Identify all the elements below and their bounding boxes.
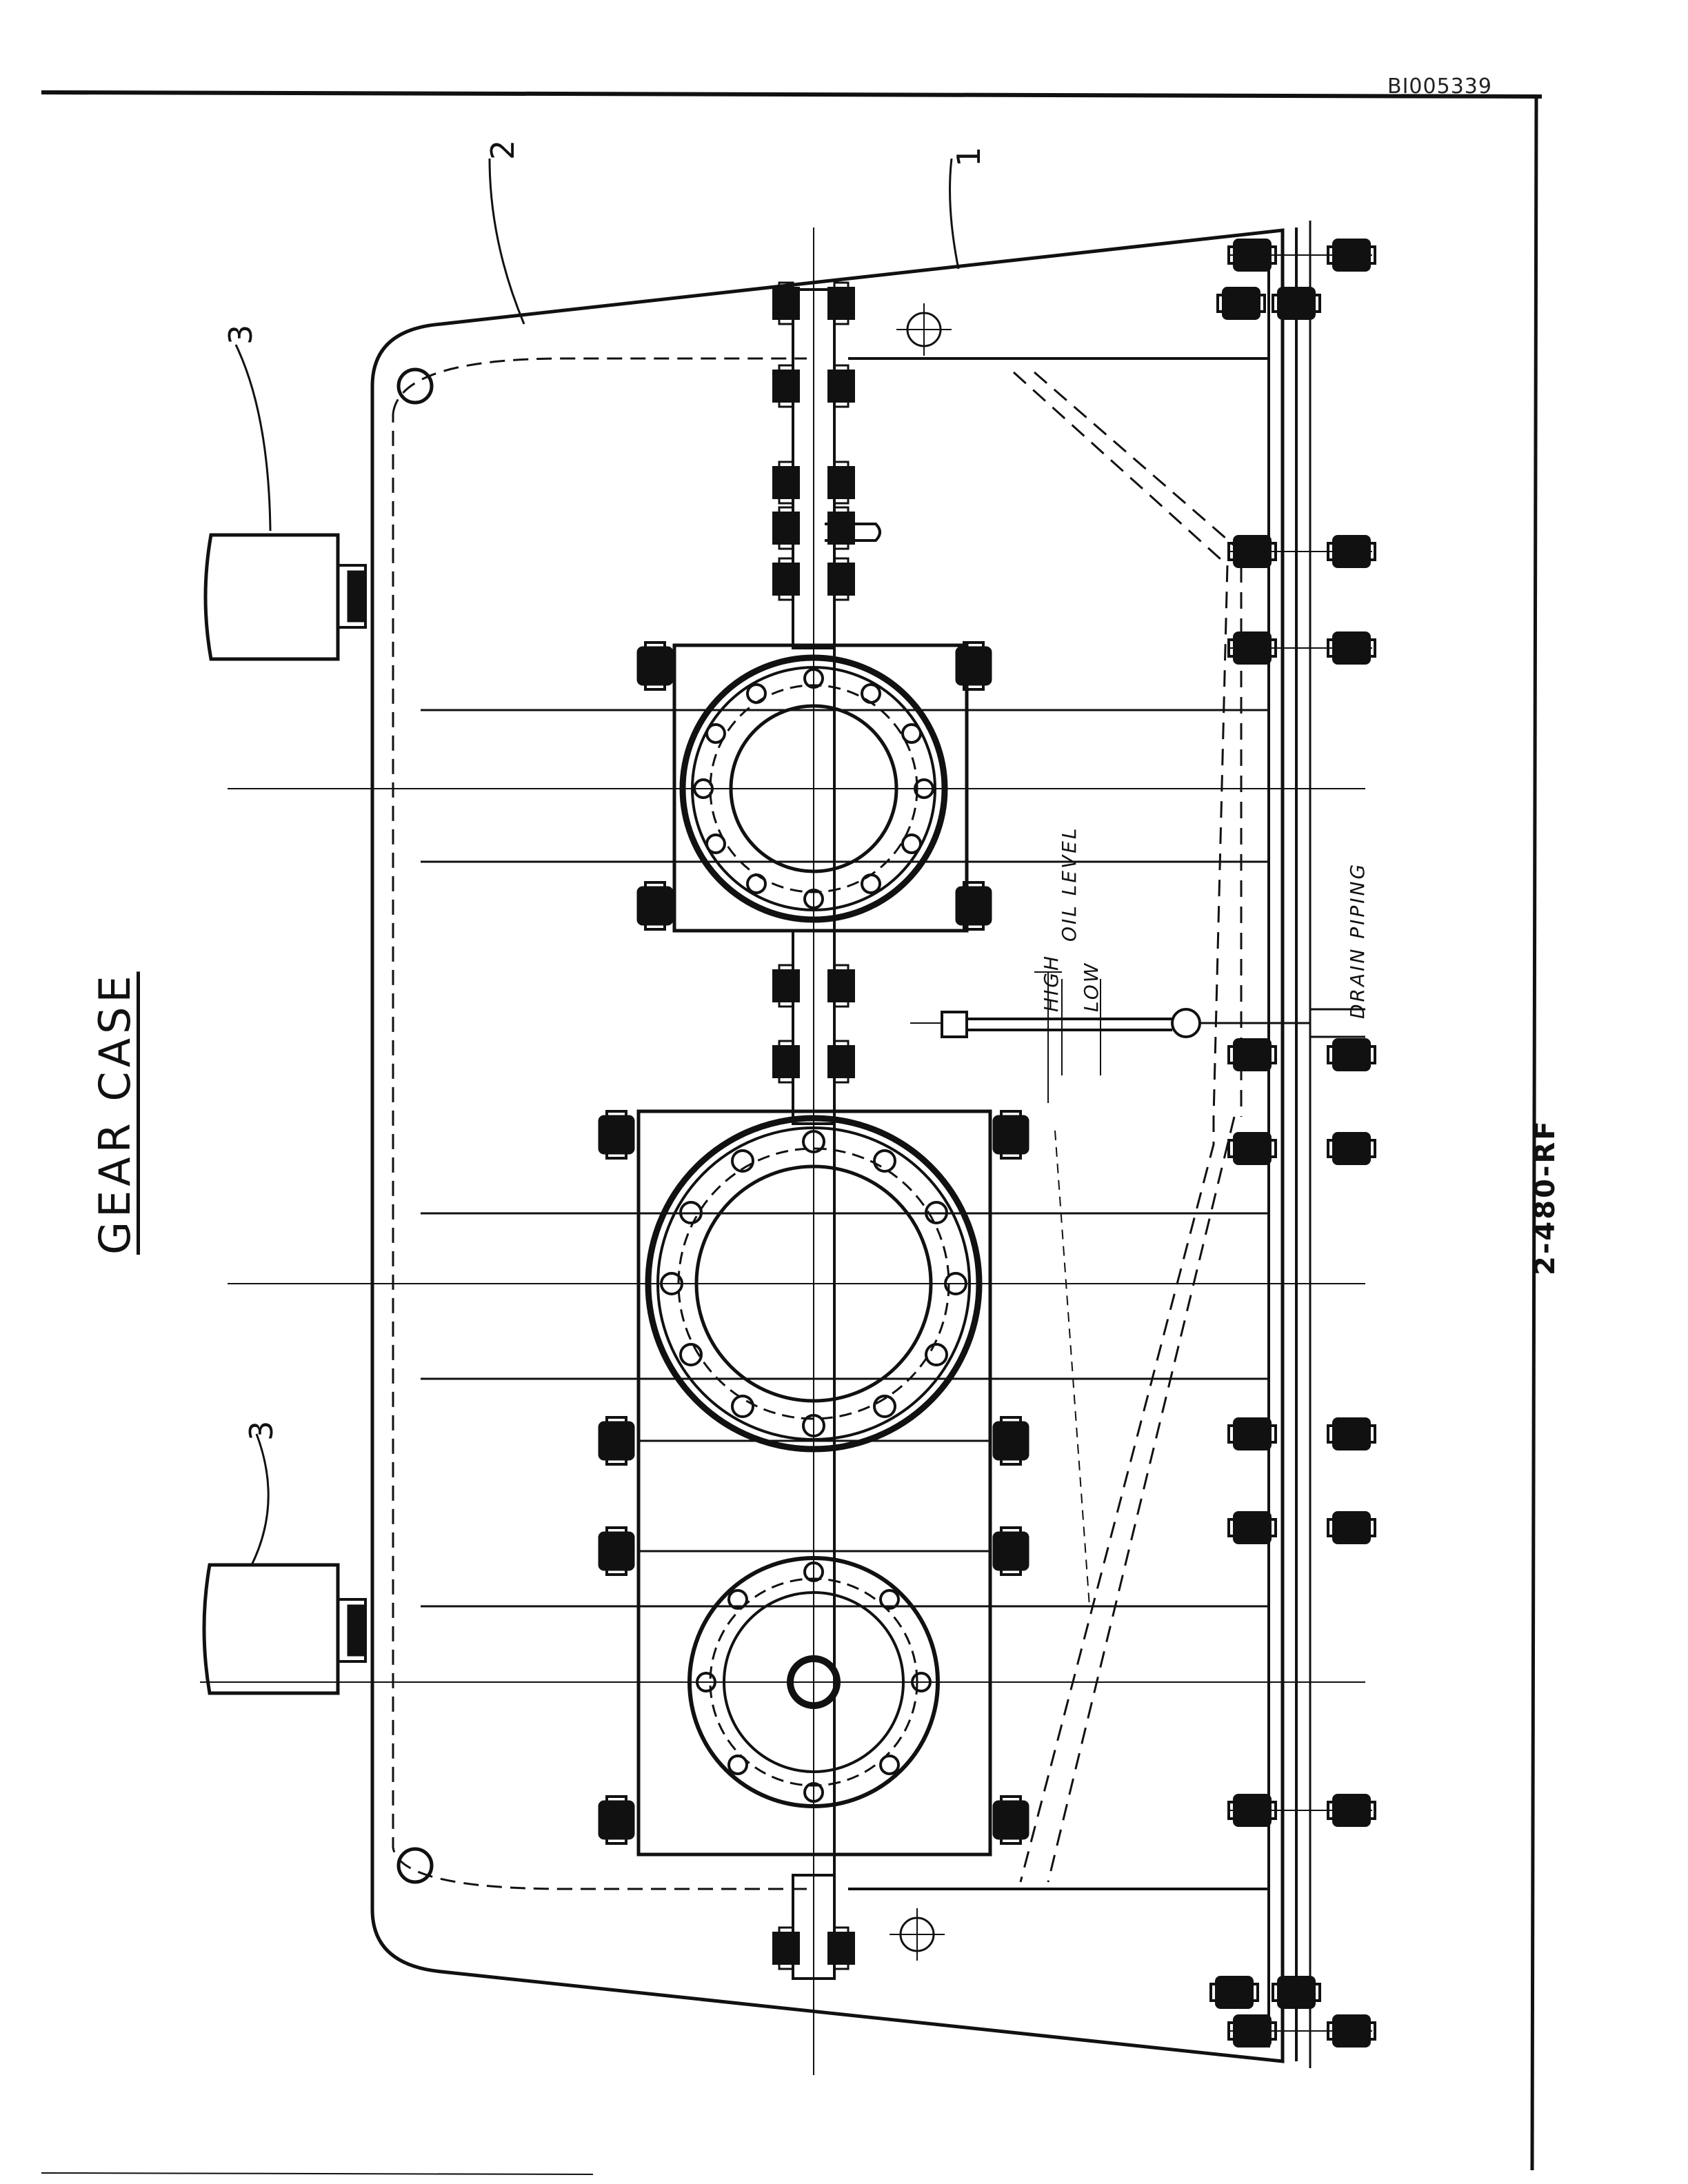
document-id: BI005339 [1387, 74, 1492, 99]
oil-level-gauge [910, 979, 1310, 1075]
callout-2: 2 [484, 139, 521, 160]
label-high: HIGH [1040, 953, 1063, 1012]
breather-lower [200, 1563, 386, 1695]
split-line-flange [772, 228, 881, 2075]
drain-piping [1310, 1008, 1365, 1038]
callout-3-upper: 3 [222, 324, 259, 345]
bearing-housing-upper [228, 643, 1365, 933]
label-oil-level: OIL LEVEL [1058, 826, 1081, 942]
leader-lines [234, 158, 1062, 1567]
drawing-title: GEAR CASE [90, 971, 140, 1255]
bearing-housing-lower [207, 1109, 1365, 1857]
label-drain-piping: DRAIN PIPING [1346, 862, 1369, 1019]
drawing-number: 2-480-RF [1529, 1119, 1561, 1275]
sheet-border [41, 90, 1543, 2175]
breather-upper [203, 533, 367, 661]
base-flange-bolts [1209, 239, 1376, 2048]
label-low: LOW [1080, 961, 1103, 1012]
callout-3-lower: 3 [243, 1420, 280, 1441]
callout-1: 1 [950, 146, 987, 167]
